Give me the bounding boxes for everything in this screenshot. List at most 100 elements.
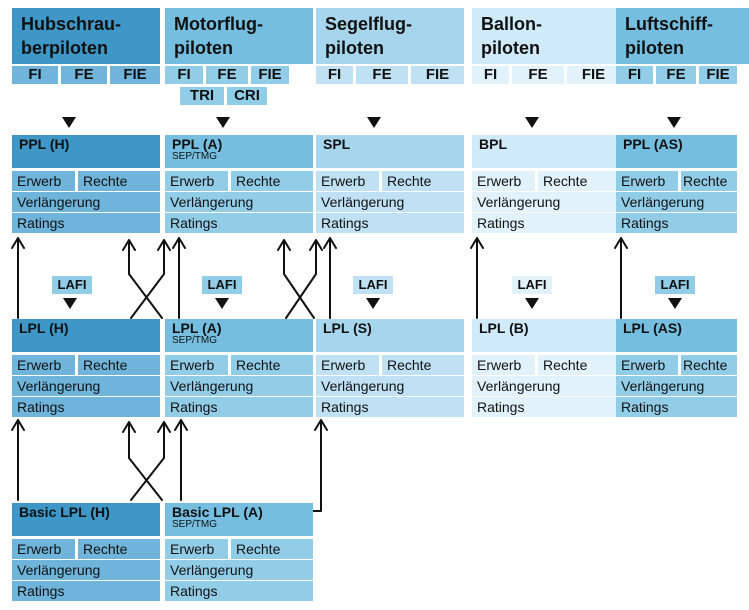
cell-rechte: Rechte [231, 355, 313, 375]
cross-arrow [285, 239, 323, 319]
cell-rechte: Rechte [538, 171, 620, 191]
triangle-arrow [367, 117, 381, 128]
cell-erwerb: Erwerb [616, 171, 678, 191]
instructor-pills-luftschiff: FI FE FIE [616, 66, 737, 84]
header-line: piloten [625, 38, 684, 58]
license-title: LPL (AS) [616, 319, 737, 352]
cell-verlaengerung: Verlängerung [12, 192, 160, 212]
triangle-arrow [525, 117, 539, 128]
header-line: Ballon- [481, 14, 542, 34]
license-title: Basic LPL (H) [12, 503, 160, 536]
cell-rechte: Rechte [78, 539, 160, 559]
up-arrow [172, 237, 186, 319]
header-line: piloten [174, 38, 233, 58]
instructor-pills-ballon: FI FE FIE [472, 66, 620, 84]
cell-erwerb: Erwerb [316, 171, 379, 191]
pill-fe: FE [61, 66, 107, 84]
triangle-arrow [667, 117, 681, 128]
cell-verlaengerung: Verlängerung [316, 376, 464, 396]
license-subtitle: SEP/TMG [172, 151, 218, 162]
pill-fi: FI [472, 66, 509, 84]
lafi-label: LAFI [52, 276, 92, 294]
cell-ratings: Ratings [316, 213, 464, 233]
triangle-arrow [216, 117, 230, 128]
license-title: LPL (H) [12, 319, 160, 352]
instructor-pills-segelflug: FI FE FIE [316, 66, 464, 84]
license-title: Basic LPL (A)SEP/TMG [165, 503, 313, 536]
up-arrow [174, 419, 188, 501]
cell-verlaengerung: Verlängerung [12, 376, 160, 396]
header-line: piloten [325, 38, 384, 58]
header-luftschiff: Luftschiff- piloten [616, 8, 749, 64]
pill-fi: FI [616, 66, 653, 84]
cross-arrow [122, 239, 163, 319]
instructor-pills-hubschrauber: FI FE FIE [12, 66, 160, 84]
cell-ratings: Ratings [472, 213, 620, 233]
cell-erwerb: Erwerb [12, 355, 75, 375]
cell-verlaengerung: Verlängerung [165, 376, 313, 396]
license-subtitle: SEP/TMG [172, 519, 218, 530]
cell-erwerb: Erwerb [472, 171, 535, 191]
header-line: berpiloten [21, 38, 109, 58]
triangle-arrow [525, 298, 539, 309]
triangle-arrow [62, 117, 76, 128]
elbow-arrow [289, 419, 328, 512]
license-title: SPL [316, 135, 464, 168]
pill-fi: FI [165, 66, 203, 84]
up-arrow [323, 237, 337, 319]
license-title: PPL (AS) [616, 135, 737, 168]
license-title: LPL (S) [316, 319, 464, 352]
triangle-arrow [668, 298, 682, 309]
header-line: Segelflug- [325, 14, 413, 34]
triangle-arrow [366, 298, 380, 309]
license-title: PPL (H) [12, 135, 160, 168]
pill-fie: FIE [567, 66, 620, 84]
pill-fe: FE [356, 66, 408, 84]
cell-erwerb: Erwerb [472, 355, 535, 375]
lafi-label: LAFI [512, 276, 552, 294]
cell-rechte: Rechte [681, 171, 737, 191]
cell-ratings: Ratings [12, 213, 160, 233]
cell-ratings: Ratings [616, 213, 737, 233]
header-line: Luftschiff- [625, 14, 713, 34]
cell-rechte: Rechte [78, 355, 160, 375]
cell-verlaengerung: Verlängerung [616, 376, 737, 396]
cell-erwerb: Erwerb [165, 355, 228, 375]
cell-ratings: Ratings [165, 397, 313, 417]
triangle-arrow [215, 298, 229, 309]
pill-fe: FE [656, 66, 696, 84]
header-segelflug: Segelflug- piloten [316, 8, 464, 64]
cell-erwerb: Erwerb [316, 355, 379, 375]
pill-tri: TRI [180, 87, 224, 105]
cell-ratings: Ratings [12, 581, 160, 601]
cross-arrow [277, 239, 315, 319]
header-ballon: Ballon- piloten [472, 8, 620, 64]
cell-ratings: Ratings [12, 397, 160, 417]
license-title: LPL (A)SEP/TMG [165, 319, 313, 352]
cell-rechte: Rechte [231, 171, 313, 191]
pill-fie: FIE [699, 66, 737, 84]
pill-fie: FIE [411, 66, 464, 84]
cell-ratings: Ratings [165, 213, 313, 233]
cell-ratings: Ratings [316, 397, 464, 417]
license-subtitle: SEP/TMG [172, 335, 218, 346]
cell-rechte: Rechte [78, 171, 160, 191]
pill-fi: FI [12, 66, 58, 84]
cell-rechte: Rechte [231, 539, 313, 559]
cell-rechte: Rechte [382, 355, 464, 375]
license-title: LPL (B) [472, 319, 620, 352]
cell-verlaengerung: Verlängerung [316, 192, 464, 212]
cell-ratings: Ratings [616, 397, 737, 417]
cell-erwerb: Erwerb [616, 355, 678, 375]
cross-arrow [122, 421, 163, 501]
cell-erwerb: Erwerb [165, 539, 228, 559]
cell-rechte: Rechte [538, 355, 620, 375]
lafi-label: LAFI [353, 276, 393, 294]
instructor-pills-motorflug-extra: TRI CRI [180, 87, 290, 105]
cross-arrow [130, 239, 171, 319]
up-arrow [470, 237, 484, 319]
cell-verlaengerung: Verlängerung [165, 192, 313, 212]
cell-rechte: Rechte [382, 171, 464, 191]
